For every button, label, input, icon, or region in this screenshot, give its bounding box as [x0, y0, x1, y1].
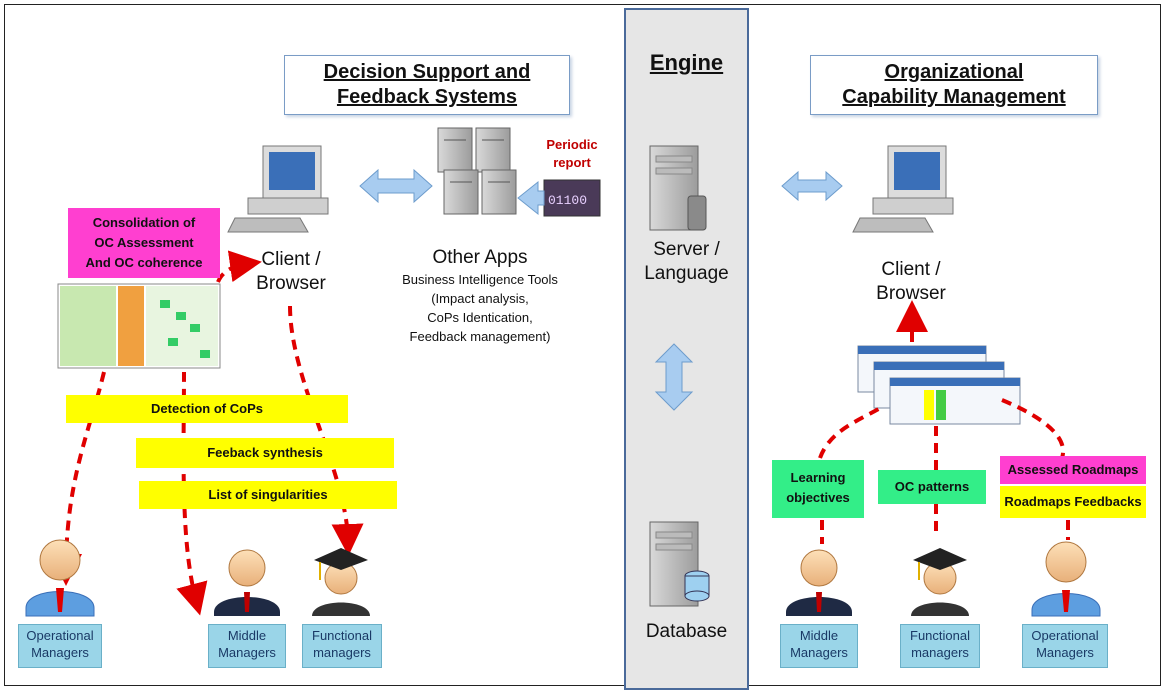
role-line-2: Managers: [790, 645, 848, 660]
engine-title: Engine: [649, 50, 724, 75]
manager-person-icon: [214, 549, 280, 616]
learning-objectives-line-1: Learning: [790, 470, 846, 485]
server-stack-icon: [437, 127, 517, 215]
detection-of-cops-label: Detection of CoPs: [66, 395, 348, 423]
role-functional-managers-left: Functional managers: [302, 624, 382, 668]
database-icon: [649, 521, 710, 607]
feedback-synthesis-label: Feeback synthesis: [136, 438, 394, 468]
server-label-line-2: Language: [644, 263, 729, 284]
periodic-report-label: Periodic report: [534, 136, 610, 172]
left-client-label: Client / Browser: [236, 248, 346, 296]
manager-person-icon: [786, 549, 852, 616]
spreadsheet-icon: [57, 283, 221, 369]
right-title-line-2: Capability Management: [842, 86, 1066, 108]
consolidation-line-2: OC Assessment: [94, 235, 194, 250]
computer-icon: [227, 145, 329, 233]
diagram-frame: [4, 4, 1161, 686]
other-apps-desc-1: Business Intelligence Tools: [402, 272, 558, 287]
server-icon: [649, 145, 707, 231]
computer-icon: [852, 145, 954, 233]
role-line-2: managers: [911, 645, 969, 660]
blue-double-arrow: [781, 170, 843, 202]
database-label: Database: [645, 621, 728, 642]
blue-arrow-left: [517, 180, 545, 216]
left-client-line-2: Browser: [256, 273, 326, 294]
other-apps-desc-3: CoPs Identication,: [427, 310, 533, 325]
role-middle-managers-left: Middle Managers: [208, 624, 286, 668]
role-line-2: Managers: [1036, 645, 1094, 660]
right-client-line-2: Browser: [876, 283, 946, 304]
consolidation-line-3: And OC coherence: [85, 255, 203, 270]
svg-text:01100: 01100: [548, 193, 587, 208]
right-client-line-1: Client /: [881, 259, 941, 280]
other-apps-desc-4: Feedback management): [409, 329, 551, 344]
browser-windows-icon: [857, 345, 1021, 425]
role-line-1: Operational: [1031, 628, 1099, 643]
right-client-label: Client / Browser: [856, 258, 966, 306]
other-apps-title: Other Apps: [432, 247, 528, 268]
role-functional-managers-right: Functional managers: [900, 624, 980, 668]
role-line-2: Managers: [218, 645, 276, 660]
role-line-2: managers: [313, 645, 371, 660]
left-title-line-1: Decision Support and: [323, 61, 531, 83]
blue-double-arrow: [359, 168, 433, 204]
role-line-1: Middle: [227, 628, 267, 643]
graduate-person-icon: [312, 548, 370, 616]
learning-objectives-line-2: objectives: [786, 490, 850, 505]
manager-person-icon: [1031, 541, 1101, 617]
role-line-1: Operational: [26, 628, 94, 643]
role-operational-managers-left: Operational Managers: [18, 624, 102, 668]
server-label-line-1: Server /: [653, 239, 720, 260]
other-apps-desc-2: (Impact analysis,: [431, 291, 529, 306]
roadmaps-feedbacks-label: Roadmaps Feedbacks: [1000, 486, 1146, 518]
role-line-2: Managers: [31, 645, 89, 660]
consolidation-label: Consolidation of OC Assessment And OC co…: [68, 208, 220, 278]
role-line-1: Functional: [312, 628, 372, 643]
blue-vertical-double-arrow: [654, 343, 694, 411]
periodic-report-line-2: report: [553, 155, 591, 170]
role-line-1: Functional: [910, 628, 970, 643]
red-dashed-arrows-right: [818, 300, 1070, 544]
consolidation-line-1: Consolidation of: [92, 215, 196, 230]
role-middle-managers-right: Middle Managers: [780, 624, 858, 668]
manager-person-icon: [25, 539, 95, 617]
report-binary-icon: 01100: [543, 179, 601, 217]
left-client-line-1: Client /: [261, 249, 321, 270]
oc-patterns-label: OC patterns: [878, 470, 986, 504]
other-apps-description: Business Intelligence Tools (Impact anal…: [360, 270, 600, 346]
right-title-box: Organizational Capability Management: [810, 55, 1098, 115]
left-title-box: Decision Support and Feedback Systems: [284, 55, 570, 115]
graduate-person-icon: [911, 548, 969, 616]
learning-objectives-label: Learning objectives: [772, 460, 864, 518]
server-label: Server / Language: [624, 238, 749, 286]
list-of-singularities-label: List of singularities: [139, 481, 397, 509]
left-title-line-2: Feedback Systems: [336, 86, 518, 108]
role-line-1: Middle: [799, 628, 839, 643]
role-operational-managers-right: Operational Managers: [1022, 624, 1108, 668]
right-title-line-1: Organizational: [884, 61, 1024, 83]
assessed-roadmaps-label: Assessed Roadmaps: [1000, 456, 1146, 484]
periodic-report-line-1: Periodic: [546, 137, 598, 152]
